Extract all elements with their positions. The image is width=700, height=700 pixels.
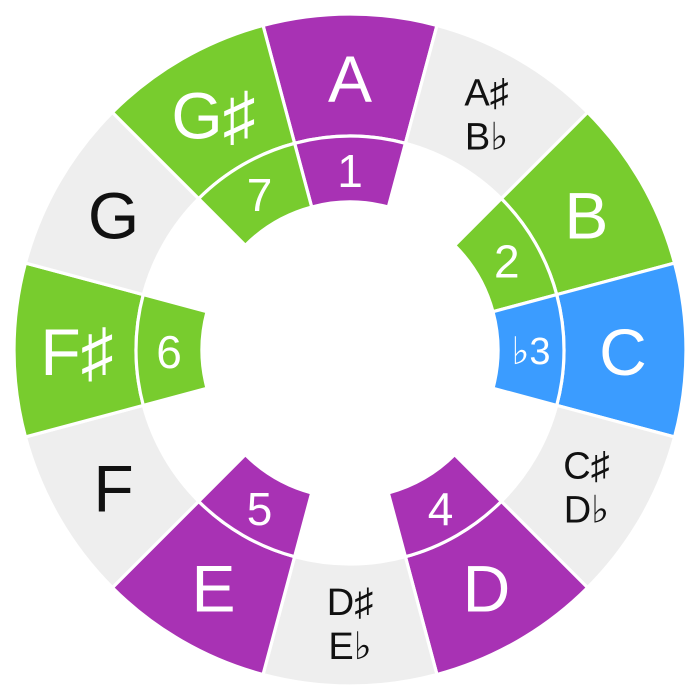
note-label-line: D♯ xyxy=(327,582,373,624)
note-label-d-sharp: D♯E♭ xyxy=(327,582,373,668)
degree-segment-c xyxy=(490,292,566,408)
degree-segment-f-sharp xyxy=(134,292,210,408)
note-label-a: A xyxy=(328,42,372,116)
note-label-line: D♭ xyxy=(564,490,609,532)
note-label-c-sharp: C♯D♭ xyxy=(563,446,609,532)
degree-label-c: ♭3 xyxy=(511,331,550,373)
note-label-d: D xyxy=(463,551,511,625)
note-label-c: C xyxy=(599,315,647,389)
note-label-a-sharp: A♯B♭ xyxy=(464,73,508,159)
degree-label-d: 4 xyxy=(428,483,454,535)
degree-label-f-sharp: 6 xyxy=(156,326,182,378)
degree-label-b: 2 xyxy=(494,236,520,288)
note-label-line: A♯ xyxy=(464,73,508,115)
outer-ring xyxy=(12,12,688,688)
note-label-b: B xyxy=(564,179,608,253)
note-label-e: E xyxy=(191,551,235,625)
degree-segment-g-sharp xyxy=(196,141,314,248)
degree-segment-e xyxy=(196,452,314,559)
note-label-g: G xyxy=(88,179,139,253)
inner-ring xyxy=(134,134,566,559)
note-label-line: B♭ xyxy=(465,117,508,159)
degree-segment-d xyxy=(386,452,504,559)
note-label-f-sharp: F♯ xyxy=(40,315,113,389)
note-label-f: F xyxy=(93,452,133,526)
labels: A 1 A♯B♭ B2C ♭3C♯D♭ D4D♯E♭ E5 F F♯ 6 G G♯ 7 xyxy=(40,42,647,668)
degree-segment-a xyxy=(292,134,408,210)
degree-label-a: 1 xyxy=(337,145,363,197)
note-label-line: E♭ xyxy=(328,626,371,668)
note-label-line: C♯ xyxy=(563,446,609,488)
degree-label-g-sharp: 7 xyxy=(247,169,273,221)
note-label-g-sharp: G♯ xyxy=(171,79,255,153)
degree-label-e: 5 xyxy=(247,483,273,535)
